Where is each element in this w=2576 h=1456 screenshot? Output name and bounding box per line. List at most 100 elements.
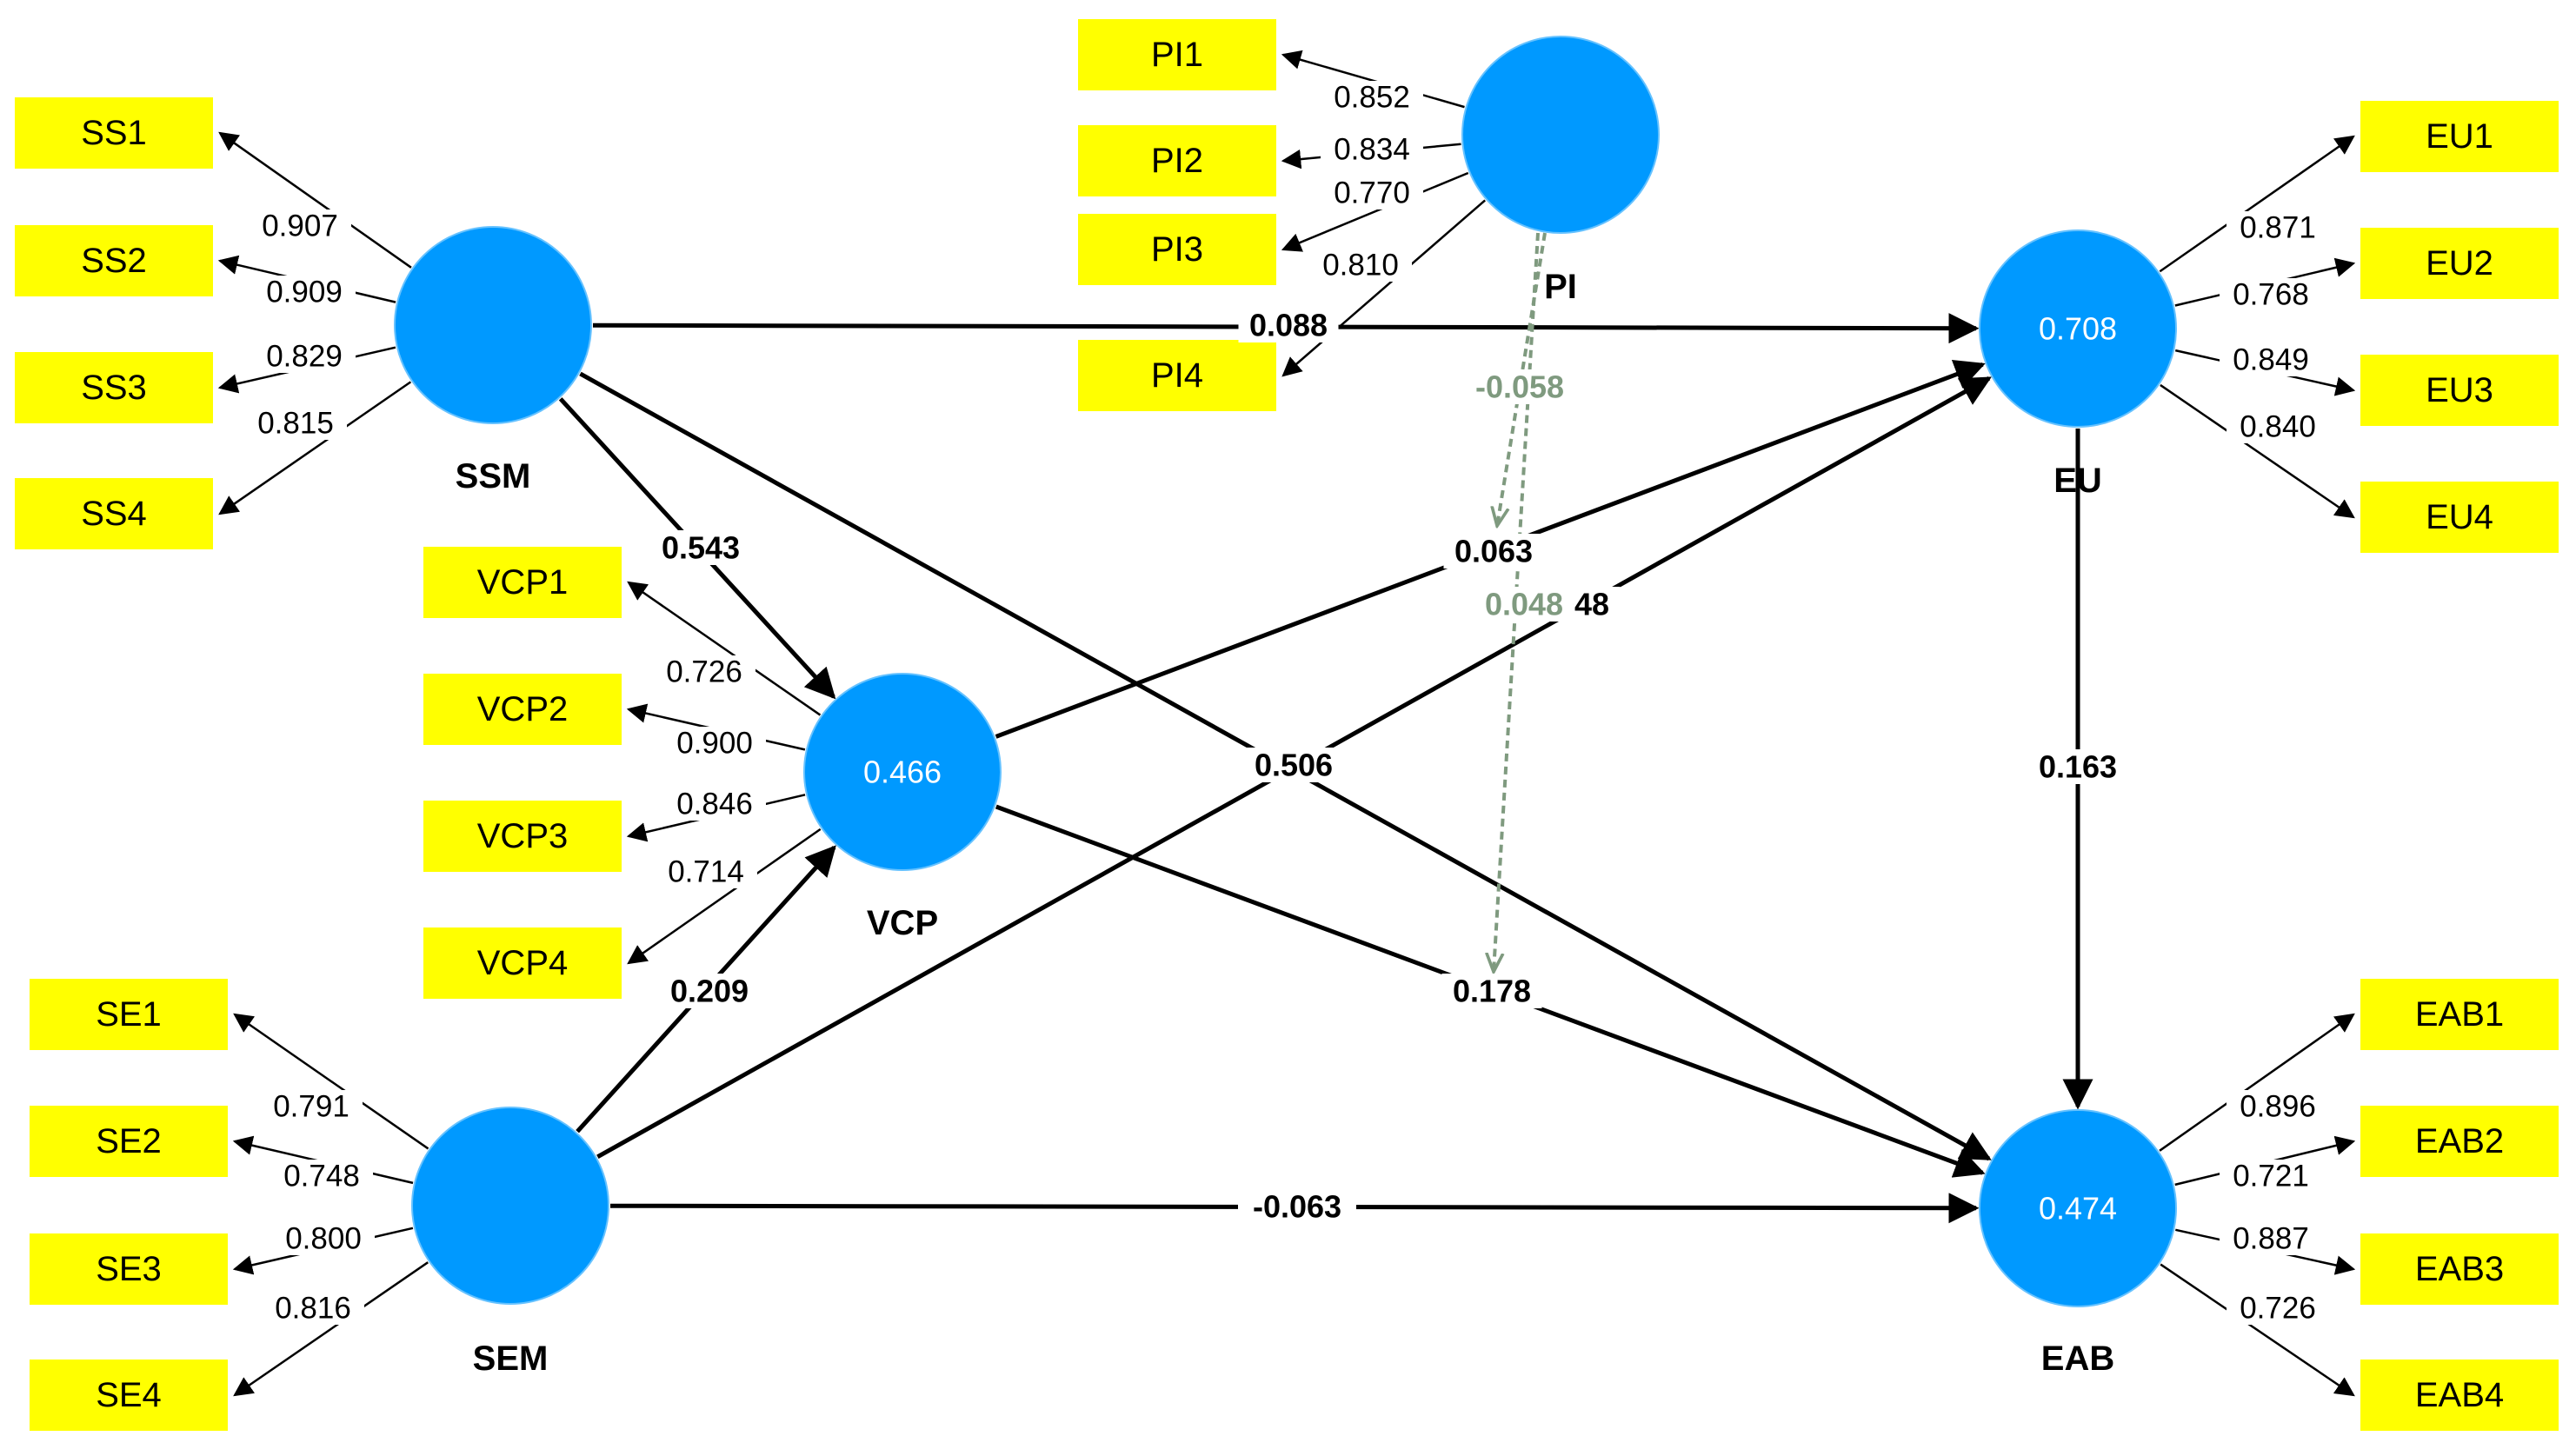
loading-arrow-vcp1 bbox=[627, 581, 822, 716]
loading-value-eu1: 0.871 bbox=[2240, 211, 2316, 245]
loading-label-bg-vcp1 bbox=[653, 655, 755, 688]
path-coefficient-ssm-eu: 0.088 bbox=[1249, 308, 1328, 343]
path-coefficient-vcp-eab: 0.178 bbox=[1453, 974, 1531, 1009]
loading-label-bg-pi4 bbox=[1309, 249, 1412, 282]
indicator-label-vcp1: VCP1 bbox=[477, 563, 569, 602]
loading-label-bg-eab2 bbox=[2220, 1160, 2322, 1193]
indicator-box-se4 bbox=[30, 1360, 228, 1431]
indicator-label-eab2: EAB2 bbox=[2415, 1122, 2504, 1160]
loading-label-bg-pi3 bbox=[1321, 176, 1423, 209]
indicator-label-se4: SE4 bbox=[96, 1376, 162, 1414]
loading-value-se3: 0.800 bbox=[285, 1222, 362, 1256]
indicator-box-pi1 bbox=[1078, 19, 1276, 90]
loading-arrow-eab4 bbox=[2160, 1263, 2355, 1397]
indicator-label-eu3: EU3 bbox=[2426, 371, 2493, 409]
loading-value-ss1: 0.907 bbox=[262, 209, 338, 243]
construct-circle-vcp bbox=[803, 673, 1002, 871]
loading-label-bg-eu2 bbox=[2220, 278, 2322, 311]
loading-label-bg-ss4 bbox=[244, 407, 347, 440]
indicator-box-eu1 bbox=[2360, 101, 2559, 172]
indicator-box-pi3 bbox=[1078, 214, 1276, 285]
loading-value-eab2: 0.721 bbox=[2233, 1160, 2309, 1193]
construct-circle-sem bbox=[411, 1107, 609, 1305]
loading-label-bg-se4 bbox=[262, 1292, 364, 1325]
indicator-label-pi2: PI2 bbox=[1151, 142, 1203, 180]
loading-arrow-se4 bbox=[233, 1261, 429, 1397]
path-label-bg-ssm-eab bbox=[1243, 748, 1344, 782]
indicator-label-pi1: PI1 bbox=[1151, 36, 1203, 74]
loading-label-bg-ss3 bbox=[253, 340, 356, 373]
loading-label-bg-se3 bbox=[272, 1222, 375, 1255]
indicator-label-eu4: EU4 bbox=[2426, 498, 2493, 536]
construct-circle-eu bbox=[1979, 229, 2177, 428]
loading-arrow-pi4 bbox=[1281, 199, 1486, 377]
indicator-box-se2 bbox=[30, 1106, 228, 1177]
indicator-box-vcp2 bbox=[423, 674, 622, 745]
loading-value-pi2: 0.834 bbox=[1334, 133, 1410, 167]
loading-value-vcp1: 0.726 bbox=[666, 655, 742, 689]
indicator-box-pi4 bbox=[1078, 340, 1276, 411]
construct-label-ssm: SSM bbox=[456, 457, 531, 495]
indicator-label-vcp2: VCP2 bbox=[477, 690, 569, 728]
loading-arrow-se1 bbox=[233, 1013, 429, 1150]
loading-label-bg-eab3 bbox=[2220, 1222, 2322, 1255]
loading-value-pi4: 0.810 bbox=[1322, 249, 1399, 283]
loading-value-eu2: 0.768 bbox=[2233, 278, 2309, 312]
loading-value-se2: 0.748 bbox=[283, 1160, 360, 1193]
indicator-label-eu1: EU1 bbox=[2426, 117, 2493, 156]
indicator-label-vcp4: VCP4 bbox=[477, 944, 569, 982]
indicator-label-pi3: PI3 bbox=[1151, 230, 1203, 269]
indicator-label-ss3: SS3 bbox=[81, 369, 147, 407]
path-coefficient-eu-eab: 0.163 bbox=[2039, 749, 2117, 785]
loading-arrow-ss1 bbox=[218, 131, 412, 269]
path-coefficient-vcp-eu: 0.063 bbox=[1454, 534, 1533, 569]
construct-label-vcp: VCP bbox=[867, 904, 938, 942]
indicator-box-vcp1 bbox=[423, 547, 622, 618]
r-squared-vcp: 0.466 bbox=[863, 755, 942, 790]
path-label-bg-sem-eab bbox=[1238, 1189, 1356, 1224]
loading-label-bg-ss1 bbox=[249, 209, 351, 243]
loading-value-eab3: 0.887 bbox=[2233, 1222, 2309, 1256]
indicator-label-ss4: SS4 bbox=[81, 495, 147, 533]
loading-value-pi3: 0.770 bbox=[1334, 176, 1410, 210]
loading-label-bg-vcp3 bbox=[663, 788, 766, 821]
construct-label-sem: SEM bbox=[473, 1340, 549, 1378]
construct-circle-ssm bbox=[394, 226, 592, 424]
loading-value-se1: 0.791 bbox=[273, 1090, 349, 1124]
construct-circle-eab bbox=[1979, 1109, 2177, 1307]
loading-value-eab4: 0.726 bbox=[2240, 1292, 2316, 1326]
construct-circle-pi bbox=[1461, 36, 1660, 234]
loading-value-ss2: 0.909 bbox=[266, 276, 343, 309]
path-coefficient-sem-eab: -0.063 bbox=[1253, 1189, 1341, 1225]
r-squared-eab: 0.474 bbox=[2039, 1191, 2117, 1227]
loading-label-bg-ss2 bbox=[253, 276, 356, 309]
construct-label-eab: EAB bbox=[2041, 1340, 2114, 1378]
indicator-box-ss3 bbox=[15, 352, 213, 423]
loading-label-bg-se2 bbox=[270, 1160, 373, 1193]
loading-label-bg-eu3 bbox=[2220, 343, 2322, 376]
indicator-box-eu2 bbox=[2360, 228, 2559, 299]
indicator-label-eu2: EU2 bbox=[2426, 244, 2493, 283]
loading-value-ss3: 0.829 bbox=[266, 340, 343, 374]
indicator-box-se3 bbox=[30, 1233, 228, 1305]
loading-value-vcp4: 0.714 bbox=[668, 855, 744, 889]
indicator-box-vcp3 bbox=[423, 801, 622, 872]
path-coefficient-ssm-eab: 0.506 bbox=[1255, 748, 1333, 783]
loading-value-vcp2: 0.900 bbox=[676, 727, 753, 761]
indicator-box-eab4 bbox=[2360, 1360, 2559, 1431]
path-label-bg-vcp-eu bbox=[1443, 534, 1544, 568]
loading-value-eu4: 0.840 bbox=[2240, 410, 2316, 444]
loading-label-bg-eu4 bbox=[2227, 410, 2329, 443]
path-label-bg-vcp-eab bbox=[1441, 974, 1542, 1008]
loading-label-bg-se1 bbox=[260, 1090, 363, 1123]
moderation-label-bg-1 bbox=[1461, 369, 1578, 404]
loading-arrow-eu4 bbox=[2160, 383, 2355, 519]
loading-label-bg-pi1 bbox=[1321, 81, 1423, 114]
loading-arrow-vcp4 bbox=[627, 828, 822, 965]
indicator-box-ss1 bbox=[15, 97, 213, 169]
indicator-label-ss2: SS2 bbox=[81, 242, 147, 280]
indicator-box-eu3 bbox=[2360, 355, 2559, 426]
indicator-label-se1: SE1 bbox=[96, 995, 162, 1034]
